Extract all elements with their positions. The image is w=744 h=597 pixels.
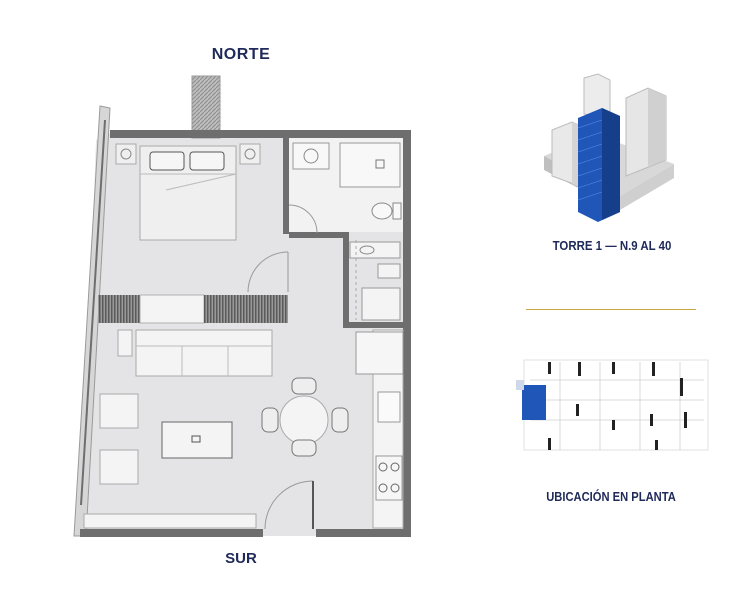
cooktop [375, 455, 403, 501]
north-wall [110, 130, 410, 138]
dining-table [279, 395, 329, 445]
bath-wall [283, 138, 289, 234]
nightstand-right [239, 143, 261, 165]
wardrobe-middle [139, 294, 205, 324]
entry-door-swing [264, 480, 314, 530]
divider-line [526, 309, 696, 310]
kitchen-wall [343, 322, 403, 328]
tower-illustration [544, 73, 674, 222]
armchair-top [99, 393, 139, 429]
shower [339, 142, 401, 188]
laundry-sink [349, 241, 401, 259]
kitchen-sink [377, 391, 401, 423]
pillow-right [189, 151, 225, 171]
toilet [371, 202, 393, 220]
unit-location-highlight [522, 385, 546, 420]
pillow-left [149, 151, 185, 171]
bath-south-wall [289, 232, 349, 238]
wardrobe-right [204, 295, 288, 323]
south-label: SUR [225, 550, 257, 567]
south-wall-left [80, 529, 263, 537]
apartment-plan [73, 75, 411, 537]
south-wall-right [316, 529, 411, 537]
chair-bottom [291, 439, 317, 457]
north-duct [191, 75, 221, 139]
nightstand-left [115, 143, 137, 165]
east-wall [403, 130, 411, 537]
tower-label: TORRE 1 — N.9 AL 40 [552, 238, 672, 253]
bedroom-door-swing [247, 251, 289, 293]
bath-side-wall [343, 232, 349, 328]
fridge [355, 331, 404, 375]
chair-top [291, 377, 317, 395]
coffee-table [161, 421, 233, 459]
site-key-plan [516, 359, 709, 451]
wardrobe-left [98, 295, 140, 323]
sofa [135, 329, 273, 377]
chair-right [331, 407, 349, 433]
north-label: NORTE [211, 46, 271, 63]
chair-left [261, 407, 279, 433]
bath-sink [292, 142, 330, 170]
washer [361, 287, 401, 321]
armchair-bottom [99, 449, 139, 485]
site-location-label: UBICACIÓN EN PLANTA [546, 489, 676, 504]
